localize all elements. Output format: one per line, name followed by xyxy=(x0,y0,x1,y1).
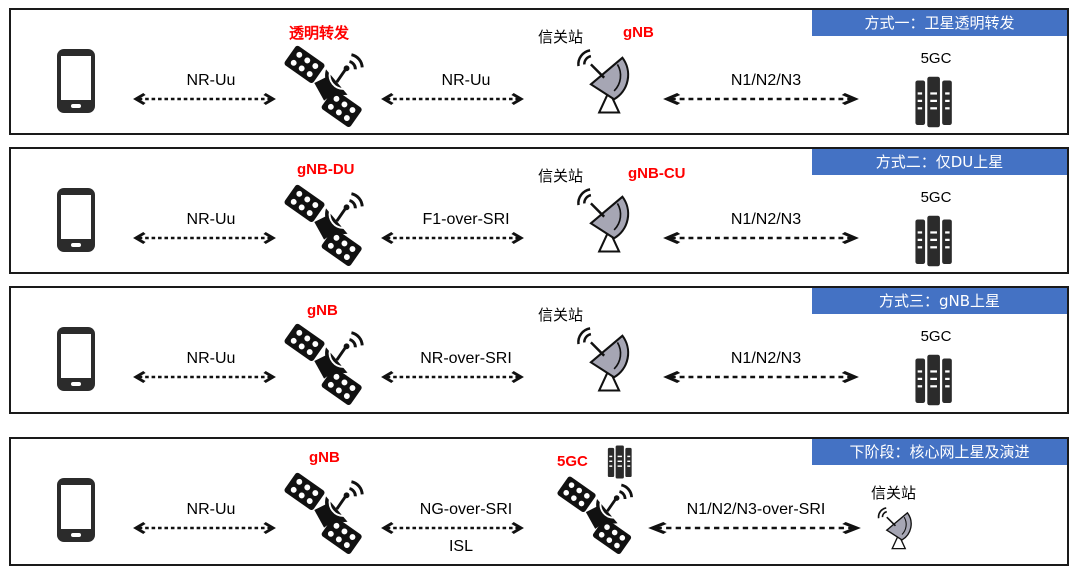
bidirectional-arrow-icon xyxy=(133,371,276,383)
satellite-icon xyxy=(283,40,371,128)
satellite-icon xyxy=(556,471,640,555)
bidirectional-arrow-icon xyxy=(663,232,859,244)
bidirectional-arrow-icon xyxy=(381,93,524,105)
gateway-label: 信关站 xyxy=(538,306,584,324)
link-label: NG-over-SRI xyxy=(419,501,513,518)
link-label: NR-Uu xyxy=(441,72,491,89)
link-sublabel: ISL xyxy=(448,538,473,555)
satellite-role-label: 透明转发 xyxy=(289,25,350,42)
bidirectional-arrow-icon xyxy=(381,232,524,244)
server-core-icon xyxy=(909,354,959,406)
bidirectional-arrow-icon xyxy=(381,522,524,534)
satellite-icon xyxy=(283,467,371,555)
phone-icon xyxy=(56,48,96,114)
core-network-label: 5GC xyxy=(920,328,952,345)
satellite-role-label: gNB xyxy=(307,302,338,319)
link-label: N1/N2/N3 xyxy=(730,350,802,367)
bidirectional-arrow-icon xyxy=(381,371,524,383)
panel-mode-2: 方式二：仅DU上星 NR-Uu gNB-DU F1-over-SRI 信关站 g… xyxy=(9,147,1069,274)
ground-station-dish-icon xyxy=(576,46,634,116)
mode-tag: 方式二：仅DU上星 xyxy=(812,149,1067,175)
mode-tag: 方式一：卫星透明转发 xyxy=(812,10,1067,36)
mode-tag: 下阶段：核心网上星及演进 xyxy=(812,439,1067,465)
satellite-icon xyxy=(283,318,371,406)
bidirectional-arrow-icon xyxy=(133,93,276,105)
ground-station-dish-icon xyxy=(576,324,634,394)
satellite-icon xyxy=(283,179,371,267)
ground-station-dish-icon xyxy=(877,504,915,552)
satellite-role-label: gNB-DU xyxy=(297,161,355,178)
core-network-label: 5GC xyxy=(920,189,952,206)
bidirectional-arrow-icon xyxy=(133,232,276,244)
panel-next-stage: 下阶段：核心网上星及演进 NR-Uu gNB NG-over-SRI ISL 5… xyxy=(9,437,1069,566)
phone-icon xyxy=(56,326,96,392)
gateway-label: 信关站 xyxy=(538,28,584,46)
phone-icon xyxy=(56,477,96,543)
link-label: NR-Uu xyxy=(186,501,236,518)
satellite-role-label: gNB xyxy=(309,449,340,466)
link-label: F1-over-SRI xyxy=(422,211,510,228)
gateway-label: 信关站 xyxy=(538,167,584,185)
link-label: NR-Uu xyxy=(186,72,236,89)
phone-icon xyxy=(56,187,96,253)
core-network-label: 5GC xyxy=(920,50,952,67)
bidirectional-arrow-icon xyxy=(663,93,859,105)
link-label: N1/N2/N3-over-SRI xyxy=(686,501,826,518)
gateway-role-label: gNB-CU xyxy=(628,165,686,182)
link-label: NR-over-SRI xyxy=(420,350,512,367)
server-core-icon xyxy=(909,215,959,267)
ground-station-dish-icon xyxy=(576,185,634,255)
bidirectional-arrow-icon xyxy=(648,522,861,534)
panel-mode-3: 方式三：gNB上星 NR-Uu gNB NR-over-SRI 信关站 N1/N… xyxy=(9,286,1069,414)
panel-mode-1: 方式一：卫星透明转发 NR-Uu 透明转发 NR-Uu 信关站 gNB N1/N… xyxy=(9,8,1069,135)
satellite-core-label: 5GC xyxy=(557,453,588,470)
mode-tag: 方式三：gNB上星 xyxy=(812,288,1067,314)
server-core-icon xyxy=(909,76,959,128)
link-label: N1/N2/N3 xyxy=(730,72,802,89)
gateway-label: 信关站 xyxy=(871,484,917,502)
link-label: NR-Uu xyxy=(186,211,236,228)
link-label: N1/N2/N3 xyxy=(730,211,802,228)
link-label: NR-Uu xyxy=(186,350,236,367)
gateway-role-label: gNB xyxy=(623,24,654,41)
bidirectional-arrow-icon xyxy=(133,522,276,534)
bidirectional-arrow-icon xyxy=(663,371,859,383)
